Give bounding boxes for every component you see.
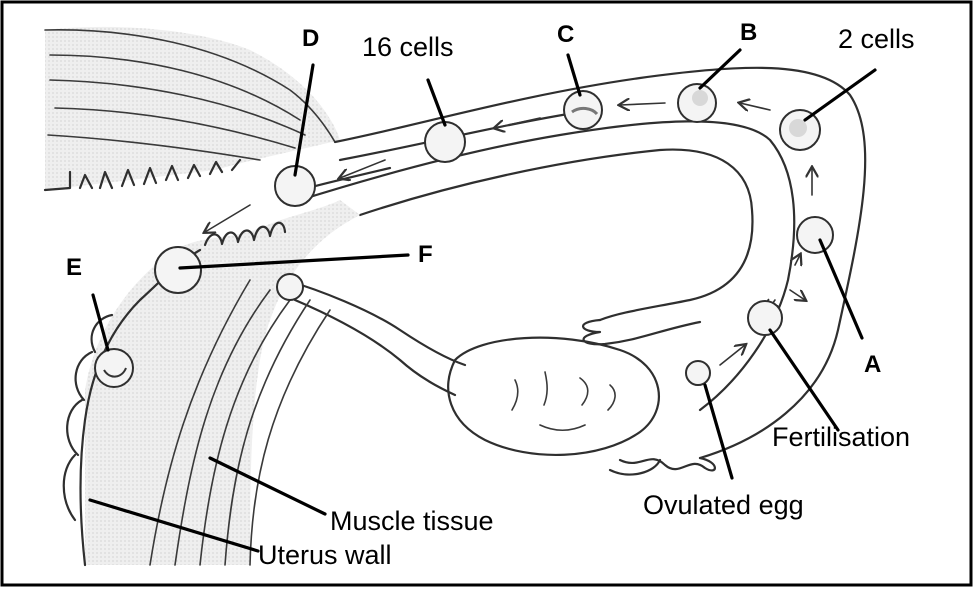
label-fertilisation: Fertilisation: [772, 422, 910, 452]
ovulated-egg-cell: [686, 361, 710, 385]
label-e: E: [66, 254, 82, 281]
cell-a: [797, 217, 833, 253]
label-ovulated-egg: Ovulated egg: [643, 490, 804, 520]
small-cell: [277, 274, 303, 300]
label-b: B: [740, 19, 757, 46]
label-muscle-tissue: Muscle tissue: [330, 506, 494, 536]
label-16-cells: 16 cells: [362, 32, 454, 62]
label-d: D: [302, 25, 319, 52]
cell-f: [155, 247, 201, 293]
fertilisation-cell: [748, 301, 782, 335]
label-c: C: [557, 21, 574, 48]
label-a: A: [864, 351, 881, 378]
cell-c: [564, 91, 602, 129]
fimbriae: [583, 320, 715, 475]
label-uterus-wall: Uterus wall: [258, 540, 392, 570]
sixteen-cells: [425, 122, 465, 162]
ovary: [285, 280, 659, 455]
cell-e: [95, 349, 133, 387]
label-f: F: [418, 241, 433, 268]
label-2-cells: 2 cells: [838, 24, 915, 54]
